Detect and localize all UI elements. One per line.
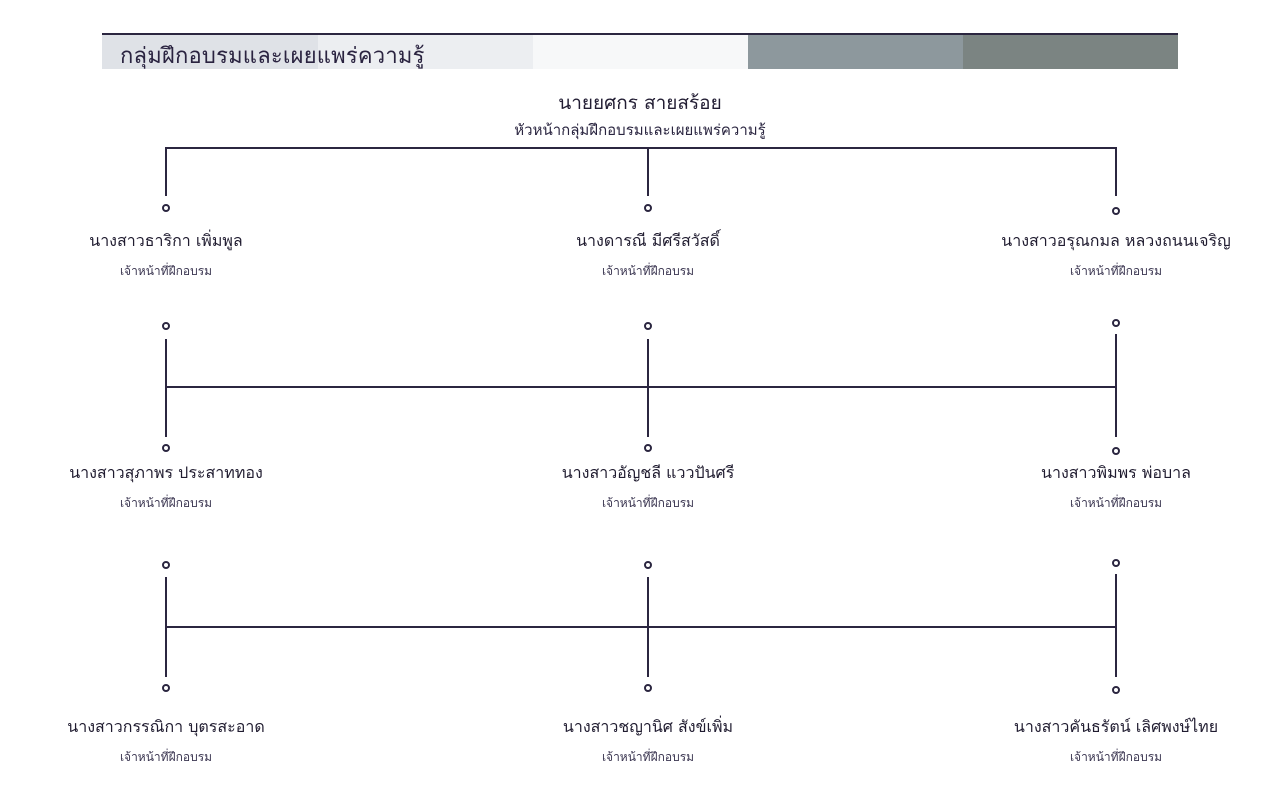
page-title: กลุ่มฝึกอบรมและเผยแพร่ความรู้ [120, 44, 425, 69]
staff-name: นางสาวชญานิศ สังข์เพิ่ม [562, 717, 734, 736]
header-bar-segment [963, 35, 1178, 69]
staff-node: นางดารณี มีศรีสวัสดิ์ เจ้าหน้าที่ฝึกอบรม [518, 229, 778, 281]
staff-name: นางสาวพิมพร พ่อบาล [1041, 463, 1191, 482]
staff-name: นางสาวกรรณิกา บุตรสะอาด [67, 717, 265, 736]
connector-dot [162, 204, 170, 212]
staff-node: นางสาวอัญชลี แววปันศรี เจ้าหน้าที่ฝึกอบร… [508, 461, 788, 513]
connector-dot [162, 444, 170, 452]
staff-role: เจ้าหน้าที่ฝึกอบรม [119, 750, 213, 764]
staff-node: นางสาวชญานิศ สังข์เพิ่ม เจ้าหน้าที่ฝึกอบ… [508, 715, 788, 767]
connector-dot [162, 561, 170, 569]
staff-role: เจ้าหน้าที่ฝึกอบรม [1069, 750, 1163, 764]
staff-role: เจ้าหน้าที่ฝึกอบรม [601, 264, 695, 278]
connector-top-bracket [165, 147, 1117, 196]
connector-dot [644, 561, 652, 569]
connector-dot [644, 322, 652, 330]
staff-role: เจ้าหน้าที่ฝึกอบรม [119, 264, 213, 278]
staff-node: นางสาวสุภาพร ประสาททอง เจ้าหน้าที่ฝึกอบร… [36, 461, 296, 513]
staff-name: นางสาวธาริกา เพิ่มพูล [89, 231, 243, 250]
staff-role: เจ้าหน้าที่ฝึกอบรม [601, 496, 695, 510]
connector-dot [162, 322, 170, 330]
staff-node: นางสาวคันธรัตน์ เลิศพงษ์ไทย เจ้าหน้าที่ฝ… [966, 715, 1266, 767]
staff-node: นางสาวพิมพร พ่อบาล เจ้าหน้าที่ฝึกอบรม [994, 461, 1238, 513]
connector-dot [644, 684, 652, 692]
staff-role: เจ้าหน้าที่ฝึกอบรม [119, 496, 213, 510]
staff-role: เจ้าหน้าที่ฝึกอบรม [1069, 264, 1163, 278]
connector-dot [1112, 319, 1120, 327]
head-name: นายยศกร สายสร้อย [558, 92, 722, 114]
staff-role: เจ้าหน้าที่ฝึกอบรม [601, 750, 695, 764]
header-bar [102, 33, 1178, 69]
staff-name: นางสาวอัญชลี แววปันศรี [561, 463, 735, 482]
staff-name: นางดารณี มีศรีสวัสดิ์ [576, 231, 720, 250]
staff-name: นางสาวอรุณกมล หลวงถนนเจริญ [1001, 231, 1231, 250]
connector-dot [1112, 207, 1120, 215]
connector-dot [1112, 447, 1120, 455]
staff-node: นางสาวอรุณกมล หลวงถนนเจริญ เจ้าหน้าที่ฝึ… [966, 229, 1266, 281]
staff-name: นางสาวคันธรัตน์ เลิศพงษ์ไทย [1013, 717, 1219, 736]
staff-role: เจ้าหน้าที่ฝึกอบรม [1069, 496, 1163, 510]
header-bar-segment [748, 35, 963, 69]
connector-dot [1112, 559, 1120, 567]
staff-node: นางสาวกรรณิกา บุตรสะอาด เจ้าหน้าที่ฝึกอบ… [26, 715, 306, 767]
header-bar-segment [318, 35, 533, 69]
header-bar-segment [102, 35, 318, 69]
staff-name: นางสาวสุภาพร ประสาททอง [69, 463, 263, 482]
connector-dot [644, 444, 652, 452]
connector-dot [162, 684, 170, 692]
staff-node: นางสาวธาริกา เพิ่มพูล เจ้าหน้าที่ฝึกอบรม [46, 229, 286, 281]
header-bar-segment [533, 35, 748, 69]
head-title: หัวหน้ากลุ่มฝึกอบรมและเผยแพร่ความรู้ [514, 121, 766, 139]
connector-dot [644, 204, 652, 212]
connector-dot [1112, 686, 1120, 694]
